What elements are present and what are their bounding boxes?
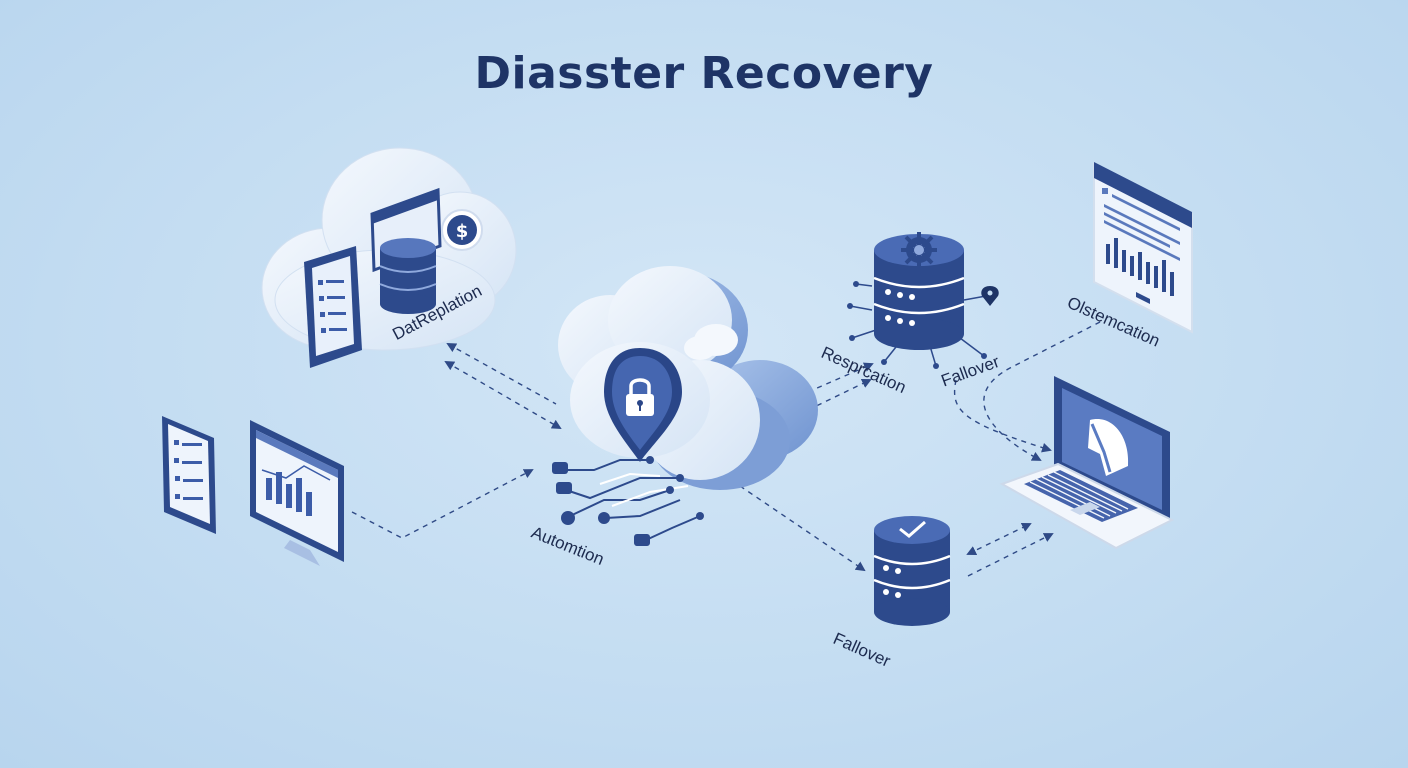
desktop-monitor-icon — [250, 420, 344, 566]
report-document-icon — [1093, 162, 1193, 334]
connector-center-to-replication-b — [807, 379, 872, 411]
connector-monitor-to-automation — [351, 469, 534, 539]
lock-pin-icon — [604, 348, 682, 462]
database-icon — [379, 238, 437, 314]
central-cloud-group — [558, 266, 818, 490]
connector-laptop-to-failover-a — [966, 523, 1032, 555]
laptop-screen-logo-icon — [1088, 419, 1129, 476]
laptop-icon — [999, 376, 1175, 550]
page-title: Diasster Recovery — [474, 48, 934, 99]
tablet-icon — [304, 246, 362, 368]
data-replication-cloud-group: $ — [261, 147, 517, 368]
connection-lines — [351, 321, 1101, 577]
connector-orchestration-to-laptop — [983, 321, 1101, 461]
connector-laptop-to-failover-b — [967, 533, 1054, 577]
automation-circuit-icon — [552, 456, 704, 546]
gear-icon — [901, 232, 937, 268]
checkmark-icon — [899, 520, 926, 538]
left-tablet-icon — [162, 416, 216, 534]
failover-server-icon — [873, 516, 951, 626]
connector-center-to-replication-a — [807, 362, 874, 393]
replication-server-icon — [847, 232, 987, 369]
connector-failover-to-laptop — [953, 379, 1052, 453]
connector-replication-to-center-b — [444, 361, 562, 429]
dollar-badge-icon: $ — [441, 209, 483, 251]
central-cloud-icon — [558, 266, 818, 490]
map-pin-icon — [981, 286, 999, 306]
dollar-glyph: $ — [456, 221, 469, 242]
connector-center-to-failover-db — [739, 485, 866, 572]
